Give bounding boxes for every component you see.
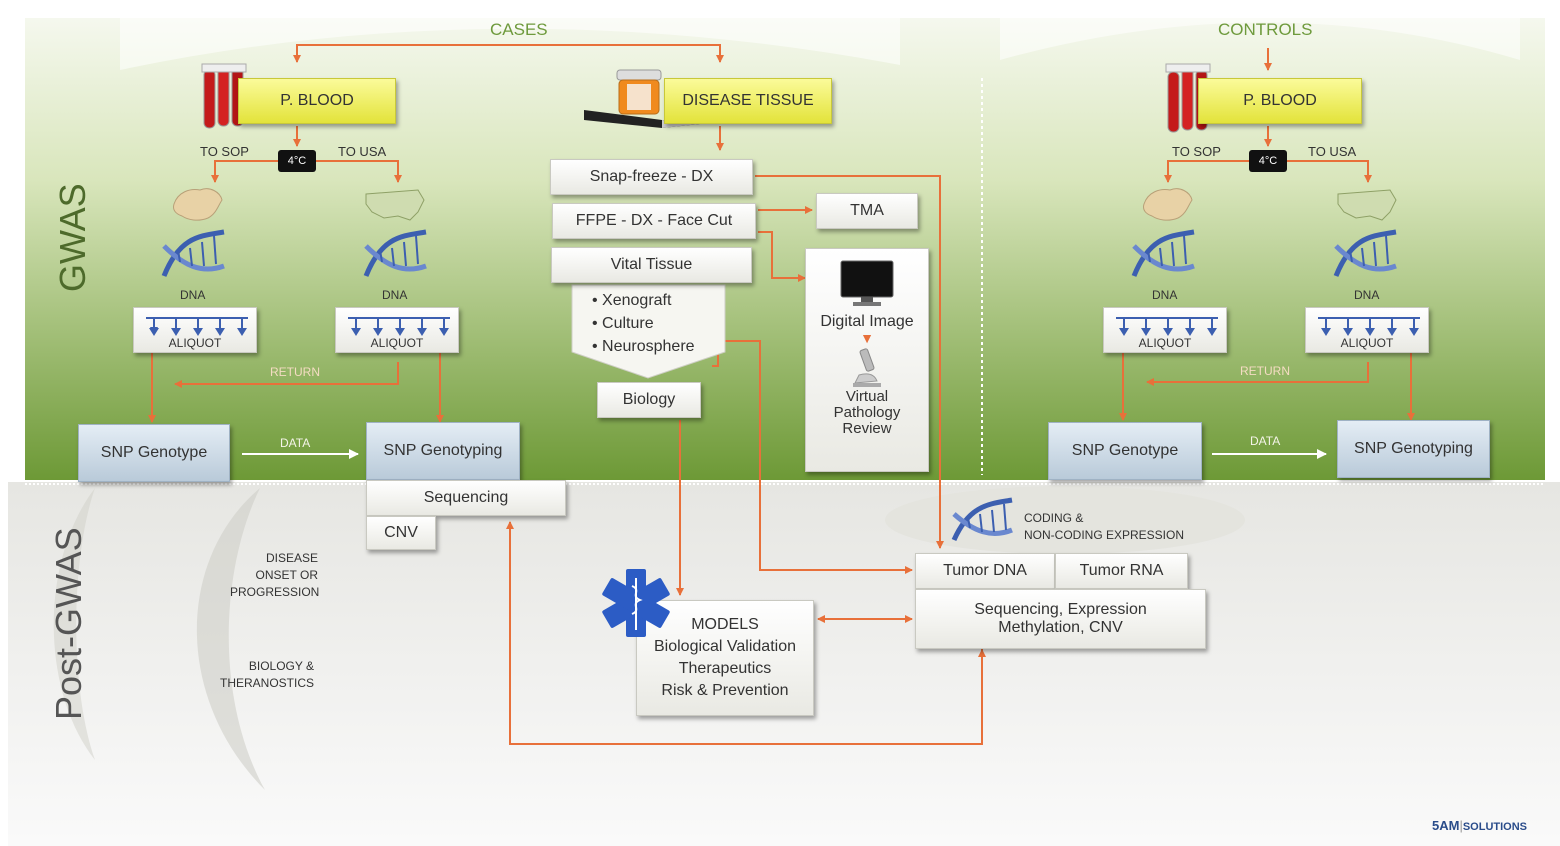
models-title: MODELS xyxy=(691,616,759,633)
data-label: DATA xyxy=(280,436,311,450)
controls-data-label: DATA xyxy=(1250,434,1281,448)
china-map-icon xyxy=(173,188,223,221)
disease-onset-line-3: PROGRESSION xyxy=(230,585,320,599)
models-line-2: Therapeutics xyxy=(678,660,772,677)
cases-title: CASES xyxy=(490,20,548,39)
to-sop-label: TO SOP xyxy=(200,144,249,159)
virtual-pathology-label-1: Virtual xyxy=(845,388,889,405)
tumor-rna-box: Tumor RNA xyxy=(1055,553,1188,589)
controls-dna-label-right: DNA xyxy=(1354,288,1380,302)
monitor-icon xyxy=(840,260,894,306)
models-line-3: Risk & Prevention xyxy=(661,682,789,699)
controls-p-blood-box: P. BLOOD xyxy=(1198,78,1362,124)
bullet-culture: • Culture xyxy=(592,315,654,332)
controls-to-usa-label: TO USA xyxy=(1308,144,1357,159)
aliquot-label-right: ALIQUOT xyxy=(370,336,424,350)
digital-image-label: Digital Image xyxy=(820,313,914,330)
p-blood-box: P. BLOOD xyxy=(238,78,396,124)
virtual-pathology-label-2: Pathology xyxy=(833,404,901,421)
dna-label-right: DNA xyxy=(382,288,408,302)
post-gwas-side-label: Post-GWAS xyxy=(48,527,89,720)
biology-box: Biology xyxy=(597,382,701,418)
biology-theranostics-line-1: BIOLOGY & xyxy=(248,659,314,673)
controls-snp-genotype-box: SNP Genotype xyxy=(1048,422,1202,480)
return-label: RETURN xyxy=(270,365,320,379)
controls-aliquot-label-right: ALIQUOT xyxy=(1340,336,1394,350)
aliquot-box-left: ALIQUOT xyxy=(133,307,257,353)
seq-expression-line-1: Sequencing, Expression xyxy=(974,601,1147,618)
biology-theranostics-line-2: THERANOSTICS xyxy=(219,676,314,690)
dna-icon-right xyxy=(1333,229,1397,277)
usa-map-icon xyxy=(1337,189,1397,221)
brand-main: 5AM xyxy=(1432,818,1460,833)
controls-return-label: RETURN xyxy=(1240,364,1290,378)
sequencing-box: Sequencing xyxy=(366,480,566,516)
controls-dna-label-left: DNA xyxy=(1152,288,1178,302)
snp-genotype-box: SNP Genotype xyxy=(78,424,230,482)
dna-icon-coding xyxy=(951,497,1013,542)
disease-onset-label: DISEASE ONSET OR PROGRESSION xyxy=(230,550,320,601)
ffpe-box: FFPE - DX - Face Cut xyxy=(552,203,756,239)
coding-label: CODING & NON-CODING EXPRESSION xyxy=(1024,510,1184,544)
vital-tissue-chevron xyxy=(571,284,726,379)
cnv-box: CNV xyxy=(366,516,436,550)
disease-tissue-box: DISEASE TISSUE xyxy=(664,78,832,124)
vital-tissue-box: Vital Tissue xyxy=(551,247,752,283)
tumor-dna-box: Tumor DNA xyxy=(915,553,1055,589)
china-map-icon xyxy=(1143,188,1193,221)
disease-onset-line-2: ONSET OR xyxy=(255,568,318,582)
dna-icon-left xyxy=(1131,229,1195,277)
bullet-xenograft: • Xenograft xyxy=(592,292,672,309)
dna-label-left: DNA xyxy=(180,288,206,302)
seq-expression-line-2: Methylation, CNV xyxy=(998,619,1123,636)
controls-to-sop-label: TO SOP xyxy=(1172,144,1221,159)
brand-logo: 5AM|SOLUTIONS xyxy=(1432,818,1527,833)
coding-line-1: CODING & xyxy=(1024,511,1084,525)
biology-theranostics-label: BIOLOGY & THERANOSTICS xyxy=(210,658,314,692)
digital-image-panel: Digital Image ▼ Virtual Pathology Review xyxy=(805,248,929,472)
controls-temperature-badge: 4°C xyxy=(1249,150,1287,172)
temperature-badge: 4°C xyxy=(278,150,316,172)
dna-icon-right xyxy=(363,229,427,277)
to-usa-label: TO USA xyxy=(338,144,387,159)
brand-separator: | xyxy=(1459,818,1463,833)
aliquot-arrows-icon xyxy=(348,317,450,336)
microscope-icon xyxy=(853,348,881,387)
aliquot-arrows-icon xyxy=(1318,317,1420,336)
virtual-pathology-label-3: Review xyxy=(842,420,892,437)
controls-aliquot-box-left: ALIQUOT xyxy=(1103,307,1227,353)
usa-map-icon xyxy=(365,189,425,221)
bullet-neurosphere: • Neurosphere xyxy=(592,338,695,355)
aliquot-box-right: ALIQUOT xyxy=(335,307,459,353)
down-arrow-icon: ▼ xyxy=(860,330,874,346)
aliquot-label-left: ALIQUOT xyxy=(168,336,222,350)
dna-icon-left xyxy=(161,229,225,277)
star-of-life-icon xyxy=(602,569,670,637)
tma-box: TMA xyxy=(816,193,918,229)
models-line-1: Biological Validation xyxy=(653,638,796,655)
controls-snp-genotyping-box: SNP Genotyping xyxy=(1337,420,1490,478)
gwas-side-label: GWAS xyxy=(52,183,93,292)
snp-genotyping-box: SNP Genotyping xyxy=(366,422,520,480)
snap-freeze-box: Snap-freeze - DX xyxy=(550,159,753,195)
aliquot-arrows-icon xyxy=(146,317,248,336)
disease-onset-line-1: DISEASE xyxy=(265,551,318,565)
controls-aliquot-label-left: ALIQUOT xyxy=(1138,336,1192,350)
brand-sub: SOLUTIONS xyxy=(1462,821,1528,833)
aliquot-arrows-icon xyxy=(1116,317,1218,336)
coding-line-2: NON-CODING EXPRESSION xyxy=(1024,528,1185,542)
models-box: MODELS Biological Validation Therapeutic… xyxy=(636,600,814,716)
sequencing-expression-box: Sequencing, Expression Methylation, CNV xyxy=(915,589,1206,649)
controls-title: CONTROLS xyxy=(1218,20,1313,39)
controls-aliquot-box-right: ALIQUOT xyxy=(1305,307,1429,353)
